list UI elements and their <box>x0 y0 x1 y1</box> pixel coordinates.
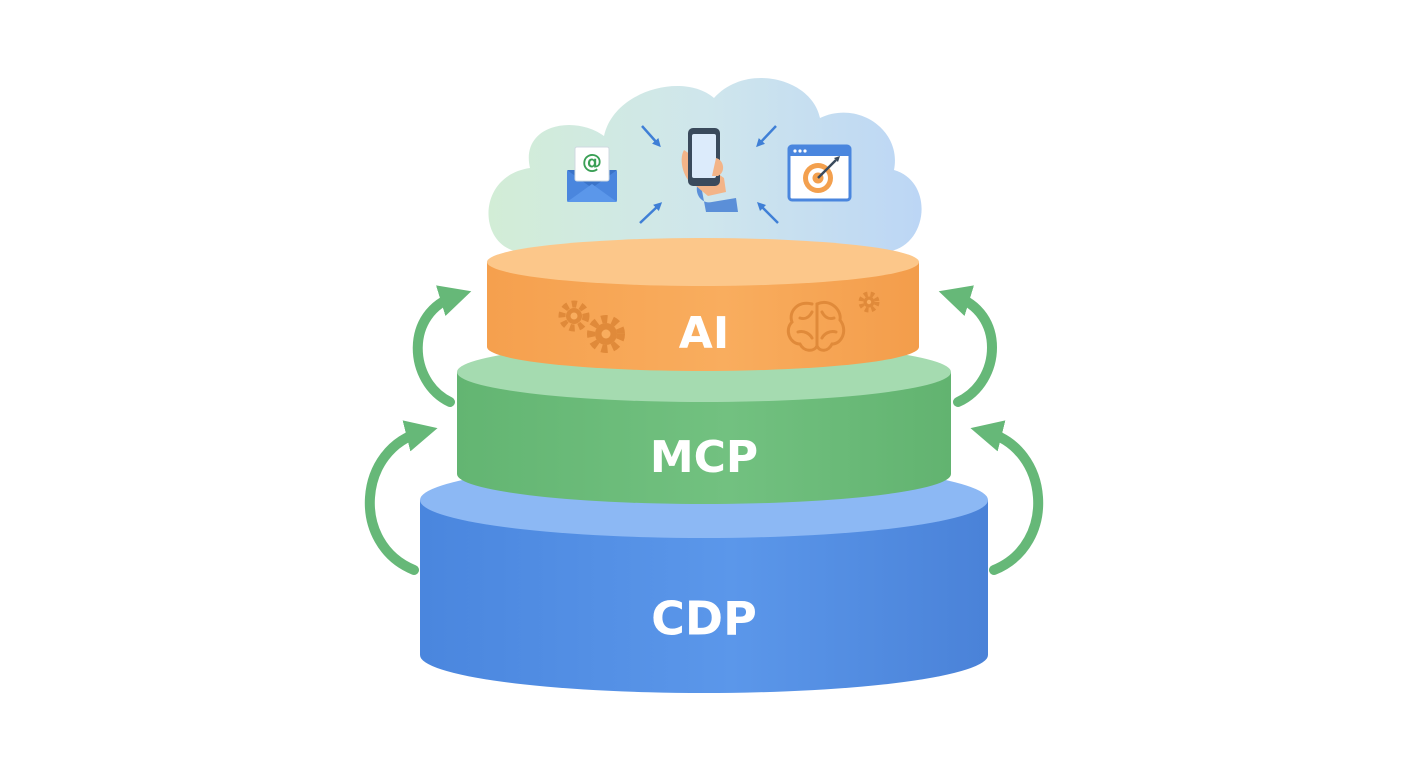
ai-label: AI <box>679 308 729 359</box>
email-icon: @ <box>567 146 617 202</box>
gear-icon <box>858 291 880 313</box>
phone-icon <box>681 128 738 212</box>
email-at-glyph: @ <box>582 150 602 174</box>
ai-layer-top <box>487 238 919 286</box>
cycle-arrow-icon <box>412 285 472 407</box>
converging-arrows <box>639 125 779 224</box>
arrow-icon <box>756 201 779 224</box>
brain-icon <box>786 301 846 352</box>
mcp-layer-side <box>457 372 951 504</box>
ai-layer: AI <box>487 238 919 371</box>
gear-icon <box>587 315 625 353</box>
cycle-arrow-icon <box>938 285 997 407</box>
gear-icon <box>558 300 590 332</box>
cycle-arrow-icon <box>365 420 438 575</box>
cycle-arrow-icon <box>970 420 1043 575</box>
cdp-label: CDP <box>651 592 757 646</box>
cdp-layer-side <box>420 500 988 693</box>
arrow-icon <box>639 202 663 224</box>
arrow-icon <box>756 125 777 148</box>
cycle-arrows <box>365 285 1043 575</box>
mcp-label: MCP <box>650 432 758 483</box>
arrow-icon <box>641 125 661 148</box>
target-icon <box>787 144 852 202</box>
